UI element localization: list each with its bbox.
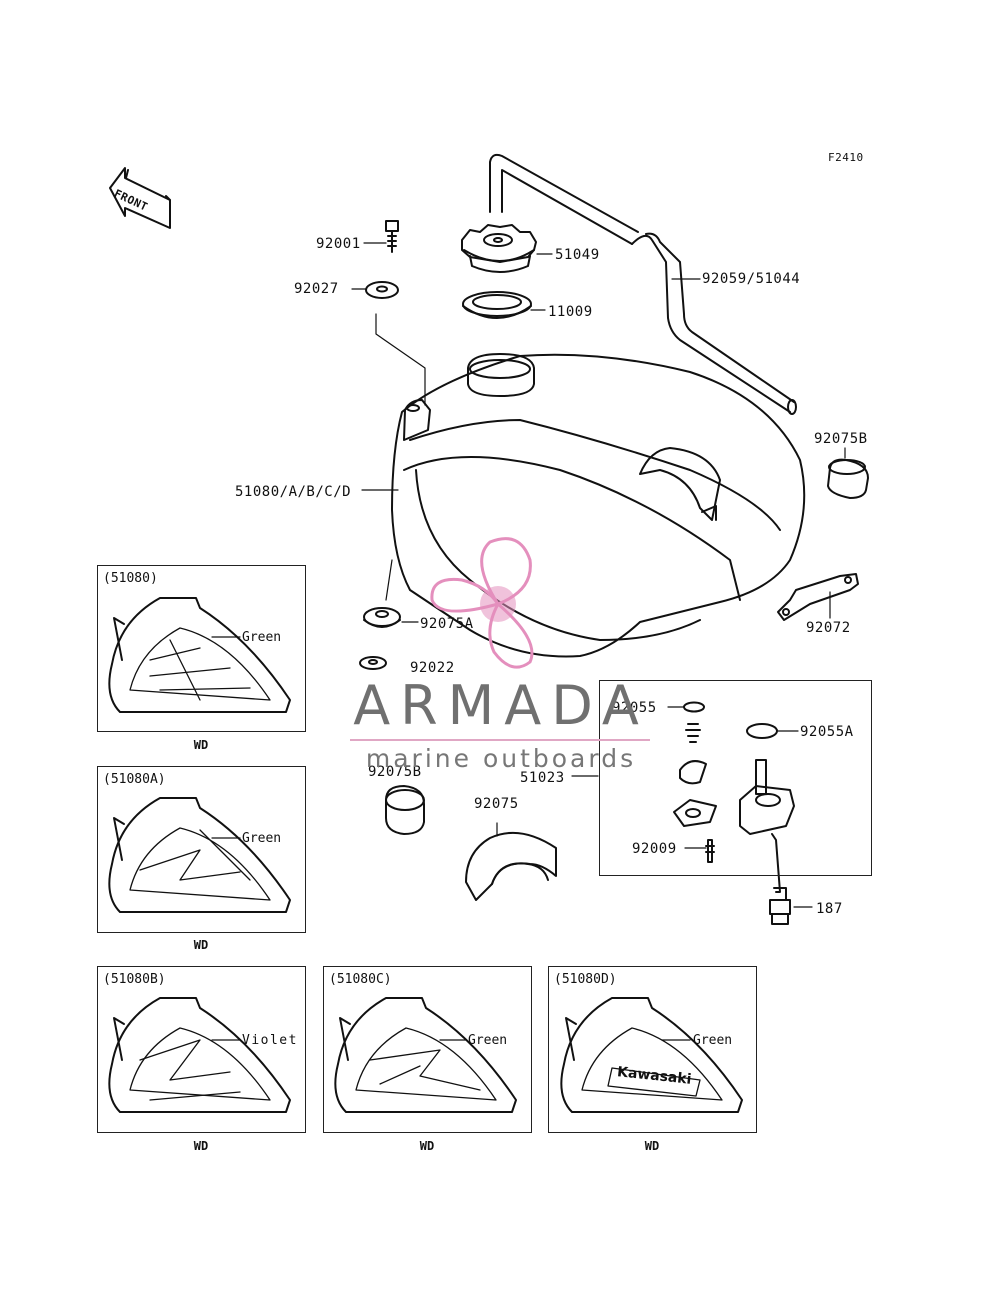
callout-51049: 51049 [555,247,600,263]
variant-box-51080b [97,966,306,1133]
watermark-divider [350,739,650,741]
callout-51023: 51023 [520,770,565,786]
variant-tag-4: WD [419,1139,435,1153]
variant-tag-5: WD [644,1139,660,1153]
variant-code-3: (51080B) [103,972,166,987]
armada-propeller-logo [430,537,534,669]
callout-92055: 92055 [612,700,657,716]
gasket-icon [462,291,546,319]
variant-tag-1: WD [193,738,209,752]
callout-92009: 92009 [632,841,677,857]
washer-icon [351,281,426,406]
callout-92022: 92022 [410,660,455,676]
fuel-cock-detail-box [599,680,872,876]
fuel-cap-icon [461,224,553,273]
callout-92001: 92001 [316,236,361,252]
breather-hose-icon [489,153,797,415]
watermark-tagline: marine outboards [365,744,637,773]
fuel-cock-assembly-icon [571,701,799,893]
callout-51080-abcd: 51080/A/B/C/D [235,484,352,500]
watermark-name: ARMADA [353,674,649,737]
callout-92055a: 92055A [800,724,854,740]
variant-box-51080a [97,766,306,933]
variant-box-51080d [548,966,757,1133]
figure-code: F2410 [828,151,864,164]
variant-box-51080c [323,966,532,1133]
callout-92072: 92072 [806,620,851,636]
variant-code-2: (51080A) [103,772,166,787]
variant-tank-5-icon [560,997,743,1113]
callout-92027: 92027 [294,281,339,297]
variant-color-5: Green [693,1033,733,1048]
callout-92075b-left: 92075B [368,764,422,780]
variant-code-1: (51080) [103,571,158,586]
drain-bolt-icon [769,887,813,925]
small-washer-icon [359,656,387,670]
callout-92075: 92075 [474,796,519,812]
fuel-tank-icon [361,353,806,658]
bracket-icon [777,573,859,621]
variant-tank-1-icon [108,597,291,713]
callout-92075a: 92075A [420,616,474,632]
variant-color-4: Green [468,1033,508,1048]
variant-tag-3: WD [193,1139,209,1153]
damper-left-icon [385,785,425,835]
bolt-icon [363,220,399,253]
variant-color-1: Green [242,630,282,645]
damper-right-icon [827,447,869,499]
grommet-icon [363,607,419,628]
variant-code-5: (51080D) [554,972,617,987]
variant-tag-2: WD [193,938,209,952]
variant-code-4: (51080C) [329,972,392,987]
callout-187: 187 [816,901,843,917]
variant-color-3: Violet [242,1033,298,1048]
variant-tank-2-icon [108,797,291,913]
callout-11009: 11009 [548,304,593,320]
saddle-damper-icon [465,822,557,901]
variant-box-51080 [97,565,306,732]
callout-92075b-right: 92075B [814,431,868,447]
front-arrow-icon [109,167,171,229]
callout-92059-51044: 92059/51044 [702,271,801,287]
variant-color-2: Green [242,831,282,846]
